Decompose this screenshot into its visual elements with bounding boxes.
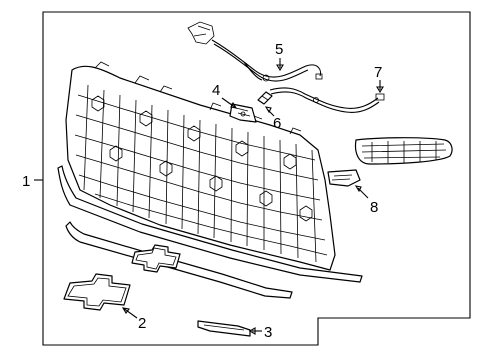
nameplate: [197, 320, 251, 337]
callout-6: 6: [273, 115, 281, 132]
wiring-harness: [187, 21, 323, 82]
callout-5: 5: [275, 41, 283, 58]
assembly-frame: [42, 11, 471, 346]
callout-3: 3: [264, 324, 272, 341]
grille-mesh: [74, 84, 328, 263]
fastener: [257, 91, 273, 105]
bowtie-emblem: [63, 273, 131, 311]
callout-4-leader: [221, 97, 237, 109]
callout-7: 7: [374, 64, 382, 81]
grille-assembly: [57, 61, 363, 299]
callout-2: 2: [138, 315, 146, 332]
callout-1: 1: [22, 173, 30, 190]
cable: [269, 87, 385, 113]
callout-2-leader: [122, 307, 138, 319]
callout-8: 8: [370, 199, 378, 216]
lamp-assembly: [327, 137, 453, 187]
callout-4: 4: [212, 82, 220, 99]
